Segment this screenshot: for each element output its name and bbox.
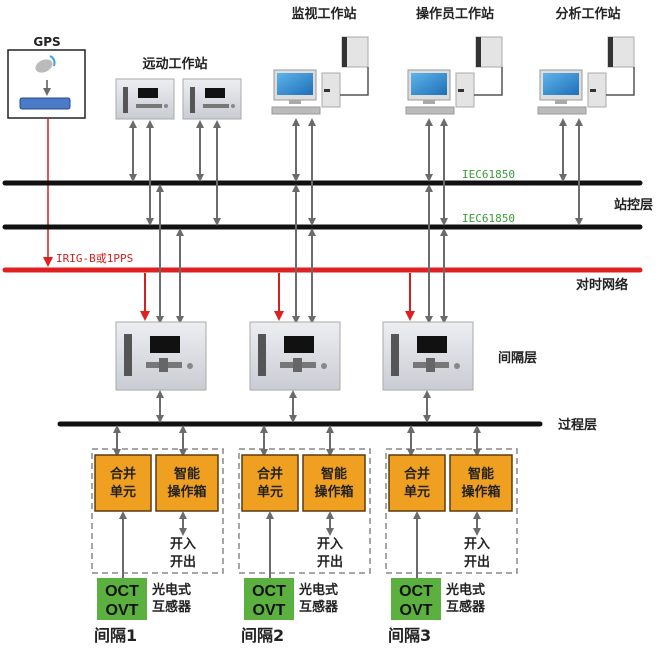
smart-box-label: 智能 xyxy=(321,466,347,482)
merging-unit-box xyxy=(241,454,299,512)
bay-boundary xyxy=(238,448,371,574)
optical-sensor-box xyxy=(244,578,294,620)
sensor-desc-label: 互感器 xyxy=(446,599,486,615)
binary-io-label: 开出 xyxy=(317,554,343,570)
protocol-label-bus-a: IEC61850 xyxy=(462,168,515,181)
sensor-desc-label: 光电式 xyxy=(298,582,338,598)
merging-unit-label: 合并 xyxy=(257,466,283,482)
protocol-label-bus-b: IEC61850 xyxy=(462,212,515,225)
sensor-type-label: OCT xyxy=(252,583,286,600)
sensor-desc-label: 光电式 xyxy=(151,582,191,598)
analysis-workstation-computer xyxy=(537,36,635,115)
bay-ied-1 xyxy=(115,321,207,391)
binary-io-label: 开入 xyxy=(170,537,196,552)
sensor-desc-label: 互感器 xyxy=(152,599,192,615)
satellite-dish-icon xyxy=(35,55,56,96)
station-layer-label: 站控层 xyxy=(614,197,653,213)
merging-unit-box xyxy=(94,454,152,512)
smart-operation-box xyxy=(302,454,366,512)
station-links xyxy=(129,118,583,324)
bay-name-label: 间隔1 xyxy=(94,626,137,645)
operator-workstation-label: 操作员工作站 xyxy=(416,6,494,22)
monitor-workstation-computer xyxy=(271,36,369,115)
timing-drops xyxy=(140,273,415,321)
sensor-type-label: OCT xyxy=(105,583,139,600)
merging-unit-label: 合并 xyxy=(110,466,136,482)
smart-box-label: 智能 xyxy=(174,466,200,482)
bay-layer-label: 间隔层 xyxy=(498,350,537,366)
sensor-type-label: OCT xyxy=(399,583,433,600)
binary-io-label: 开入 xyxy=(464,537,490,552)
smart-box-label: 操作箱 xyxy=(461,484,500,500)
sensor-type-label: OVT xyxy=(400,602,433,619)
remote-ied-2 xyxy=(182,78,242,120)
merging-unit-box xyxy=(388,454,446,512)
sensor-type-label: OVT xyxy=(106,602,139,619)
merging-unit-label: 单元 xyxy=(110,484,136,500)
bay-boundary xyxy=(385,448,518,574)
smart-box-label: 操作箱 xyxy=(314,484,353,500)
timing-signal-label: IRIG-B或1PPS xyxy=(56,252,133,265)
sensor-desc-label: 互感器 xyxy=(299,599,339,615)
optical-sensor-box xyxy=(97,578,147,620)
optical-sensor-box xyxy=(391,578,441,620)
sensor-type-label: OVT xyxy=(253,602,286,619)
gps-receiver-icon xyxy=(19,97,71,110)
remote-workstation-label: 远动工作站 xyxy=(142,56,207,72)
process-links xyxy=(156,390,431,423)
smart-box-label: 操作箱 xyxy=(167,484,206,500)
binary-io-label: 开出 xyxy=(464,554,490,570)
process-layer-label: 过程层 xyxy=(558,417,597,433)
merging-unit-label: 单元 xyxy=(404,484,430,500)
binary-io-label: 开入 xyxy=(317,537,343,552)
monitor-workstation-label: 监视工作站 xyxy=(291,6,356,22)
smart-box-label: 智能 xyxy=(468,466,494,482)
smart-operation-box xyxy=(155,454,219,512)
bay-name-label: 间隔2 xyxy=(241,626,284,645)
bay-name-label: 间隔3 xyxy=(388,626,431,645)
timing-layer-label: 对时网络 xyxy=(576,277,628,293)
merging-unit-label: 单元 xyxy=(257,484,283,500)
bay-ied-3 xyxy=(382,321,474,391)
remote-ied-1 xyxy=(115,78,175,120)
bay-ied-2 xyxy=(249,321,341,391)
smart-operation-box xyxy=(449,454,513,512)
sensor-desc-label: 光电式 xyxy=(445,582,485,598)
binary-io-label: 开出 xyxy=(170,554,196,570)
merging-unit-label: 合并 xyxy=(404,466,430,482)
analysis-workstation-label: 分析工作站 xyxy=(555,6,620,22)
operator-workstation-computer xyxy=(405,36,503,115)
gps-label: GPS xyxy=(33,35,60,49)
bay-boundary xyxy=(91,448,224,574)
